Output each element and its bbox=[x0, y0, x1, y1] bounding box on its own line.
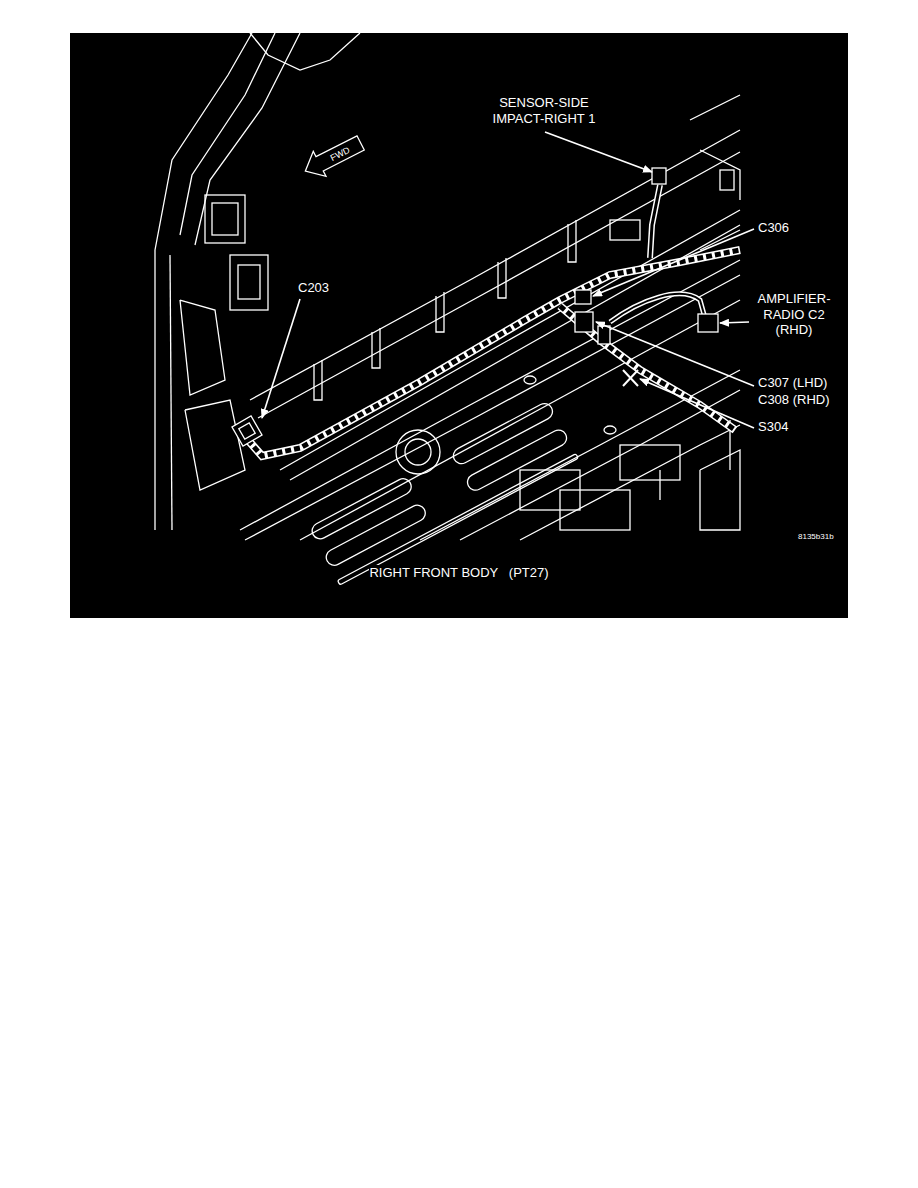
leader-line bbox=[640, 379, 754, 428]
body-structure bbox=[195, 33, 300, 245]
body-structure bbox=[205, 195, 245, 243]
part-name: AMPLIFIER- RADIO C2 (RHD) bbox=[750, 291, 838, 338]
body-structure bbox=[323, 502, 428, 568]
figure-caption: RIGHT FRONT BODY (PT27) bbox=[369, 565, 548, 580]
body-structure bbox=[338, 454, 579, 585]
connector-symbol bbox=[598, 326, 610, 344]
leader-line bbox=[720, 322, 749, 323]
body-structure bbox=[610, 220, 640, 240]
wiring-harness bbox=[248, 185, 740, 456]
body-structure bbox=[700, 450, 740, 530]
leader-line bbox=[545, 132, 652, 172]
body-structure bbox=[180, 33, 275, 235]
wiring-harness bbox=[248, 250, 740, 456]
connector-number: C308 (RHD) bbox=[756, 392, 832, 408]
leader-line bbox=[596, 322, 754, 386]
connector-symbol bbox=[232, 416, 262, 446]
body-structure bbox=[258, 152, 740, 418]
splice-number: S304 bbox=[756, 419, 790, 435]
body-structure bbox=[240, 260, 740, 530]
body-structure bbox=[700, 150, 740, 200]
body-structure bbox=[280, 210, 740, 470]
body-structure bbox=[524, 376, 536, 384]
splice-mark bbox=[623, 370, 638, 386]
body-structure bbox=[185, 400, 245, 490]
wiring-harness bbox=[610, 294, 705, 322]
body-structure bbox=[154, 250, 155, 530]
leader-line bbox=[262, 132, 754, 428]
splice-mark bbox=[623, 370, 638, 386]
body-structure bbox=[238, 265, 260, 299]
body-structure bbox=[690, 95, 740, 120]
body-structure bbox=[659, 470, 660, 500]
body-structure bbox=[212, 203, 238, 235]
body-structure bbox=[620, 445, 680, 480]
body-structure bbox=[720, 170, 734, 190]
body-structure bbox=[498, 258, 506, 298]
connector-number: C306 bbox=[756, 220, 791, 236]
body-structure bbox=[372, 328, 380, 368]
body-structure bbox=[568, 220, 576, 262]
body-structure bbox=[460, 390, 740, 540]
body-structure bbox=[700, 230, 740, 250]
body-structure bbox=[300, 300, 740, 540]
wiring-harness bbox=[248, 250, 740, 456]
wiring-harness bbox=[650, 185, 660, 258]
body-structure bbox=[309, 401, 578, 585]
forward-arrow bbox=[299, 130, 367, 183]
wiring-harness bbox=[610, 294, 705, 322]
body-structure bbox=[420, 370, 740, 540]
body-structure bbox=[436, 292, 444, 332]
body-structure bbox=[230, 255, 268, 310]
body-structure bbox=[180, 300, 225, 395]
connector-number: C307 (LHD) bbox=[756, 375, 829, 391]
figure-id: 8135b31b bbox=[796, 532, 836, 542]
body-structure bbox=[520, 425, 740, 540]
body-structure bbox=[314, 360, 322, 400]
leader-line bbox=[593, 229, 754, 296]
leader-line bbox=[262, 299, 300, 418]
connector-symbol bbox=[698, 314, 718, 332]
part-name: SENSOR-SIDE IMPACT-RIGHT 1 bbox=[474, 95, 614, 126]
connector-symbol bbox=[652, 168, 666, 184]
body-structure bbox=[396, 430, 440, 474]
body-structure bbox=[250, 33, 360, 70]
body-structure bbox=[170, 255, 172, 530]
wiring-harness bbox=[650, 185, 660, 258]
connector-number: C203 bbox=[296, 280, 331, 296]
splice-mark bbox=[623, 370, 638, 386]
body-structure bbox=[465, 427, 570, 493]
body-structure bbox=[155, 33, 740, 585]
direction-label: FWD bbox=[328, 145, 351, 164]
body-structure bbox=[604, 426, 616, 434]
connector-symbol bbox=[239, 423, 255, 439]
connector-symbol bbox=[575, 312, 593, 332]
connector-symbol bbox=[232, 168, 718, 446]
forward-arrow bbox=[299, 130, 367, 183]
body-structure bbox=[405, 439, 431, 465]
background-panel bbox=[70, 33, 848, 618]
body-structure bbox=[245, 275, 740, 540]
body-structure bbox=[560, 490, 630, 530]
connector-symbol bbox=[575, 290, 591, 304]
